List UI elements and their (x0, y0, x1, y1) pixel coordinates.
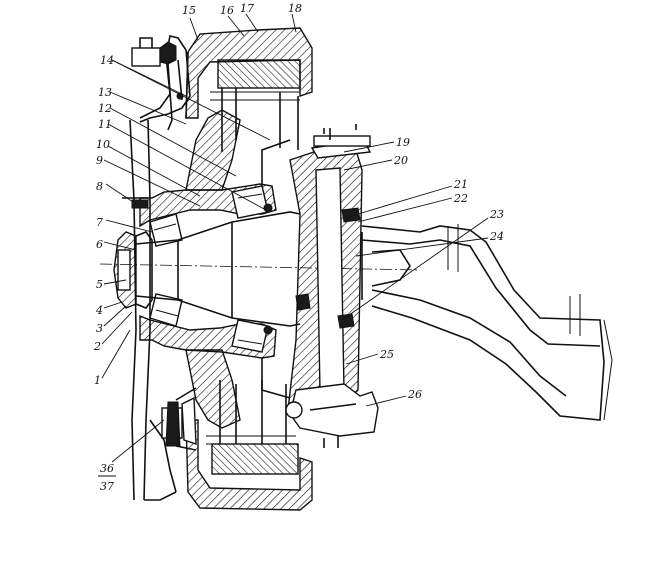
part-labels: 14 13 12 11 10 9 8 7 6 5 4 3 2 1 15 16 1… (93, 2, 504, 493)
label-20: 20 (393, 154, 408, 167)
steering-knuckle (287, 124, 372, 421)
label-6: 6 (96, 238, 103, 251)
leader-lines (101, 13, 489, 463)
label-25: 25 (379, 348, 394, 361)
hub-cap (113, 231, 153, 309)
label-19: 19 (396, 136, 410, 149)
label-26: 26 (407, 388, 422, 401)
spindle (99, 211, 421, 327)
label-7: 7 (96, 216, 103, 229)
label-23: 23 (489, 208, 504, 221)
label-36: 36 (100, 462, 114, 475)
label-22: 22 (453, 192, 468, 205)
label-4: 4 (95, 304, 103, 317)
label-5: 5 (96, 278, 103, 291)
label-17: 17 (240, 2, 254, 15)
label-37: 37 (100, 480, 114, 493)
wheel-hub (139, 109, 291, 429)
brake-drum (185, 27, 313, 511)
label-15: 15 (182, 4, 196, 17)
label-8: 8 (96, 180, 103, 193)
label-14: 14 (100, 54, 114, 67)
label-2: 2 (93, 340, 101, 353)
label-21: 21 (453, 178, 468, 191)
label-18: 18 (288, 2, 302, 15)
lower-arm (285, 383, 379, 448)
label-16: 16 (220, 4, 234, 17)
outer-bearing (149, 213, 183, 327)
inner-bearing (231, 185, 273, 353)
bottom-bolt (161, 387, 197, 451)
label-1: 1 (94, 374, 101, 387)
label-11: 11 (98, 118, 112, 131)
axle-beam (361, 224, 613, 421)
label-12: 12 (98, 102, 112, 115)
label-3: 3 (96, 322, 103, 335)
label-13: 13 (98, 86, 112, 99)
label-10: 10 (96, 138, 110, 151)
label-9: 9 (96, 154, 103, 167)
label-24: 24 (489, 230, 504, 243)
